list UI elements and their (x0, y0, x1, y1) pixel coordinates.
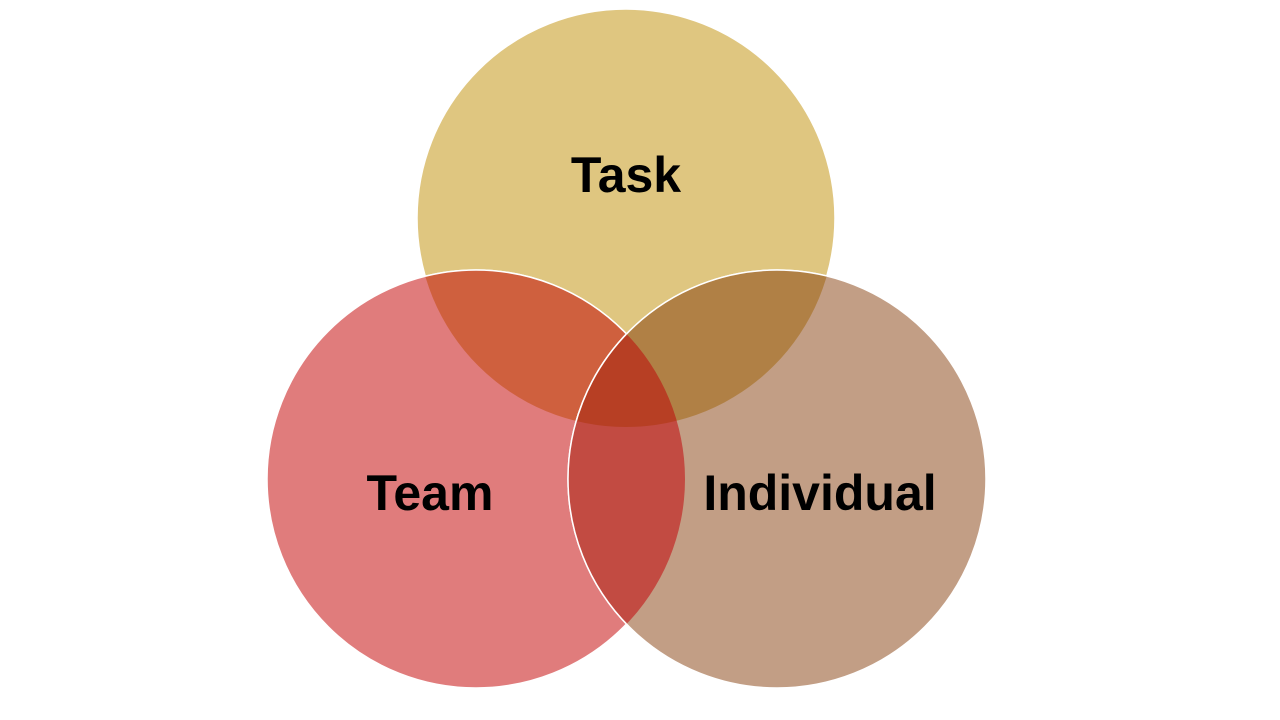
task-team-overlap (417, 269, 686, 427)
task-label: Task (571, 147, 681, 203)
individual-label: Individual (703, 465, 936, 521)
task-individual-overlap (567, 269, 835, 427)
team-label: Team (367, 465, 494, 521)
